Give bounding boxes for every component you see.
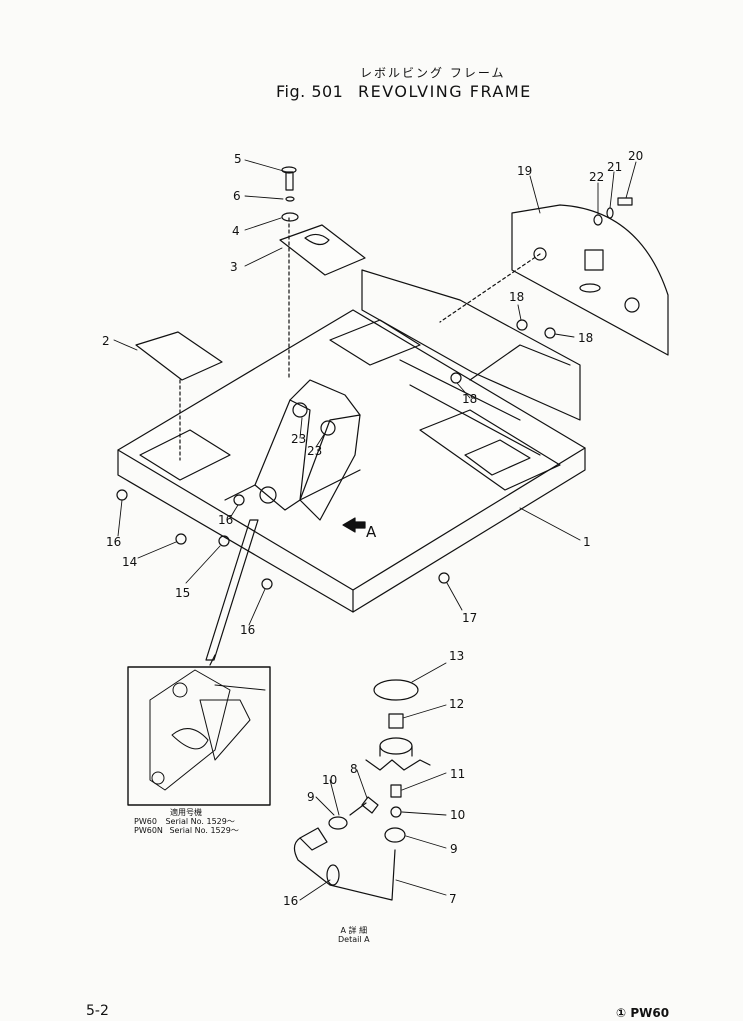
callout-16-a: 16	[106, 535, 121, 549]
callout-11: 11	[450, 767, 465, 781]
nut-18-markers	[450, 319, 556, 384]
inset-model: PW60	[134, 817, 157, 826]
part-19-panel	[439, 197, 669, 356]
callout-20: 20	[628, 149, 643, 163]
callout-23-lower: 23	[307, 444, 322, 458]
callout-9-left: 9	[307, 790, 315, 804]
part-2-cover	[135, 331, 223, 461]
detail-a-assembly	[293, 679, 431, 901]
inset-model: PW60N	[134, 826, 163, 835]
boom-bracket	[224, 379, 361, 521]
model-designation: ① PW60	[616, 1006, 670, 1020]
callout-18-c: 18	[462, 392, 477, 406]
callout-4: 4	[232, 224, 240, 238]
callout-7: 7	[449, 892, 457, 906]
callout-2: 2	[102, 334, 110, 348]
callout-leader-lines	[113, 159, 637, 901]
callout-15: 15	[175, 586, 190, 600]
callout-22: 22	[589, 170, 604, 184]
page-number: 5-2	[86, 1003, 109, 1019]
callout-18-b: 18	[578, 331, 593, 345]
callout-numbers: 1 2 3 4 5 6 7 8 9 9 10 10 11 12 13 14 15…	[102, 149, 643, 908]
detail-caption-japanese: A 詳 細	[340, 926, 368, 935]
detail-caption-english: Detail A	[338, 935, 370, 944]
figure-title: REVOLVING FRAME	[358, 82, 532, 101]
callout-12: 12	[449, 697, 464, 711]
callout-16-c: 16	[240, 623, 255, 637]
front-cutout	[139, 429, 231, 481]
callout-21: 21	[607, 160, 622, 174]
callout-16-detail: 16	[283, 894, 298, 908]
view-arrow-a	[342, 517, 366, 533]
inset-applicability-caption: 適用号機 PW60 Serial No. 1529～ PW60N Serial …	[134, 808, 239, 835]
detail-a-caption: A 詳 細 Detail A	[338, 926, 370, 944]
callout-3: 3	[230, 260, 238, 274]
inset-applicability-row: PW60N Serial No. 1529～	[134, 826, 239, 835]
callout-8: 8	[350, 762, 358, 776]
callout-5: 5	[234, 152, 242, 166]
callout-9-right: 9	[450, 842, 458, 856]
callout-10-right: 10	[450, 808, 465, 822]
detail-lead-strip	[205, 519, 259, 666]
inset-view	[127, 666, 271, 806]
callout-18-a: 18	[509, 290, 524, 304]
callout-17: 17	[462, 611, 477, 625]
callout-1: 1	[583, 535, 591, 549]
part-3-plate	[279, 166, 366, 381]
callout-13: 13	[449, 649, 464, 663]
callout-16-b: 16	[218, 513, 233, 527]
inset-serial: Serial No. 1529～	[165, 817, 235, 826]
inset-serial: Serial No. 1529～	[169, 826, 239, 835]
callout-6: 6	[233, 189, 241, 203]
callout-10-left: 10	[322, 773, 337, 787]
inset-caption-japanese: 適用号機	[170, 808, 202, 817]
callout-23-upper: 23	[291, 432, 306, 446]
revolving-frame-base	[117, 309, 586, 613]
title-japanese: レボルビング フレーム	[360, 66, 506, 80]
frame-rear-deck	[329, 269, 581, 491]
callout-14: 14	[122, 555, 137, 569]
callout-19: 19	[517, 164, 532, 178]
section-marker-a: A	[366, 523, 377, 541]
inset-applicability-row: PW60 Serial No. 1529～	[134, 817, 239, 826]
figure-number: Fig. 501	[276, 82, 344, 101]
